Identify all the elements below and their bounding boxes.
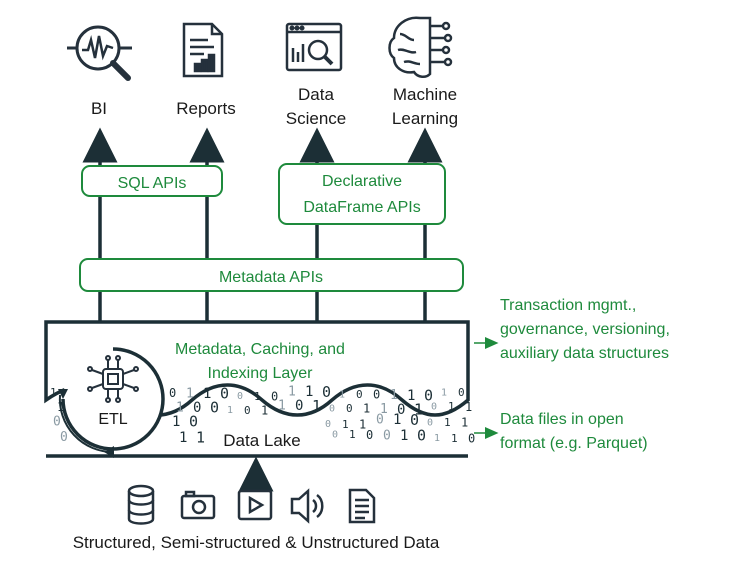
binary-digit: 1 xyxy=(196,428,205,446)
transaction-line3: auxiliary data structures xyxy=(500,345,669,362)
binary-digit: 1 xyxy=(227,405,233,416)
binary-digit: 1 xyxy=(254,390,261,403)
label-ml-line1: Machine xyxy=(393,85,457,104)
binary-digit: 1 xyxy=(312,397,321,415)
label-data-science-line1: Data xyxy=(298,85,334,104)
binary-digit: 1 xyxy=(380,402,388,417)
binary-digit: 0 xyxy=(332,430,338,441)
binary-digit: 1 xyxy=(176,400,184,415)
binary-digit: 1 xyxy=(203,386,211,402)
binary-digit: 0 xyxy=(417,427,426,445)
sql-apis-label: SQL APIs xyxy=(118,175,187,192)
binary-digit: 1 xyxy=(339,389,345,400)
layer-title-line2: Indexing Layer xyxy=(208,365,314,382)
machine-learning-icon xyxy=(388,16,453,78)
binary-digit: 1 xyxy=(441,388,447,399)
binary-digit: 1 xyxy=(414,400,423,418)
binary-digit: 0 xyxy=(193,400,201,416)
binary-digit: 0 xyxy=(366,428,373,442)
data-lake-label: Data Lake xyxy=(223,431,301,450)
etl-cycle xyxy=(58,347,165,458)
binary-digit: 1 xyxy=(363,402,370,416)
binary-digit: 0 xyxy=(373,388,380,402)
binary-digit: 1 xyxy=(50,386,57,399)
label-reports: Reports xyxy=(176,99,236,118)
binary-digit: 0 xyxy=(295,398,303,414)
sql-apis-box xyxy=(81,165,223,197)
audio-speaker-icon xyxy=(290,488,324,524)
binary-digit: 1 xyxy=(359,417,366,431)
binary-digit: 0 xyxy=(53,414,61,429)
label-data-science-line2: Science xyxy=(286,109,346,128)
binary-digit: 1 xyxy=(278,399,286,414)
binary-digit: 0 xyxy=(346,402,353,415)
binary-digit: 0 xyxy=(329,403,335,414)
binary-digit: 0 xyxy=(322,383,331,401)
binary-digit: 1 xyxy=(465,400,472,414)
binary-digit: 1 xyxy=(342,418,349,431)
data-lake-label-bg xyxy=(206,428,318,452)
binary-digit: 0 xyxy=(431,402,437,413)
binary-digit: 0 xyxy=(376,413,384,428)
binary-digit: 0 xyxy=(397,402,405,418)
video-play-icon xyxy=(237,489,273,521)
sources-caption: Structured, Semi-structured & Unstructur… xyxy=(73,533,440,552)
etl-label: ETL xyxy=(98,411,127,428)
camera-icon xyxy=(180,490,216,520)
binary-digit: 1 xyxy=(461,416,468,430)
binary-digit: 0 xyxy=(356,388,363,401)
declarative-apis-line1: Declarative xyxy=(322,173,402,190)
binary-digit: 1 xyxy=(261,403,268,417)
binary-digit: 1 xyxy=(186,386,194,401)
reports-icon xyxy=(182,22,224,78)
binary-digit: 0 xyxy=(220,385,229,403)
binary-digit: 0 xyxy=(237,391,243,402)
bi-icon xyxy=(67,25,132,81)
binary-digit: 1 xyxy=(179,430,187,446)
binary-digit: 0 xyxy=(189,413,198,431)
etl-chip-icon xyxy=(87,355,139,403)
binary-digit: 0 xyxy=(383,428,391,443)
binary-digit: 0 xyxy=(271,389,278,403)
binary-digit: 1 xyxy=(349,428,356,441)
binary-digit: 0 xyxy=(468,431,475,445)
data-files-line1: Data files in open xyxy=(500,411,624,428)
binary-digit: 1 xyxy=(434,433,440,444)
binary-digit: 1 xyxy=(288,385,296,400)
transaction-line2: governance, versioning, xyxy=(500,321,670,338)
document-icon xyxy=(348,488,376,524)
binary-digit: 1 xyxy=(390,388,398,403)
binary-digit: 1 xyxy=(407,388,415,404)
database-icon xyxy=(127,484,155,525)
binary-digit: 0 xyxy=(325,419,331,430)
binary-digit: 0 xyxy=(458,386,465,399)
binary-digit: 1 xyxy=(393,412,401,428)
binary-digit: 1 xyxy=(451,432,458,445)
binary-digit: 1 xyxy=(448,400,455,413)
declarative-apis-box xyxy=(278,163,446,225)
binary-digit: 1 xyxy=(444,416,451,429)
label-ml-line2: Learning xyxy=(392,109,458,128)
metadata-apis-box xyxy=(79,258,464,292)
data-science-icon xyxy=(285,22,343,72)
data-files-line2: format (e.g. Parquet) xyxy=(500,435,648,452)
binary-digit: 0 xyxy=(60,430,68,445)
label-bi: BI xyxy=(91,99,107,118)
binary-digit: 0 xyxy=(427,417,433,428)
binary-digit: 1 xyxy=(172,414,180,430)
binary-digit: 0 xyxy=(210,399,219,417)
binary-digit: 1 xyxy=(400,428,408,444)
binary-digit: 1 xyxy=(305,384,313,400)
binary-digit: 0 xyxy=(244,404,251,417)
binary-digit: 0 xyxy=(410,411,419,429)
metadata-apis-label: Metadata APIs xyxy=(219,269,323,286)
declarative-apis-line2: DataFrame APIs xyxy=(303,199,420,216)
transaction-line1: Transaction mgmt., xyxy=(500,297,636,314)
binary-digit: 0 xyxy=(169,386,176,400)
binary-digit: 0 xyxy=(424,386,433,404)
layer-title-line1: Metadata, Caching, and xyxy=(175,341,345,358)
